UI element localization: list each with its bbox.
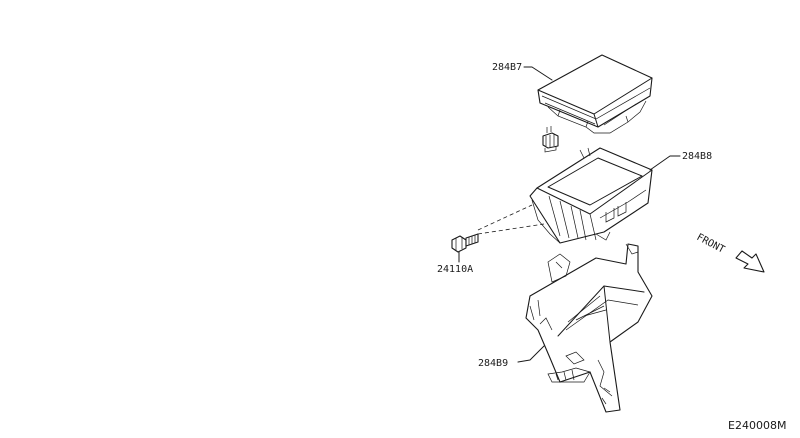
- front-label: FRONT: [695, 232, 727, 256]
- callout-fuse-box-cover: 284B7: [492, 62, 522, 73]
- bolt: [451, 233, 479, 253]
- connector-clip: [542, 126, 559, 153]
- leader-fuse-box-cover: [523, 66, 553, 81]
- front-direction-indicator: FRONT: [695, 232, 765, 273]
- fuse-box-bracket: [525, 243, 653, 413]
- fuse-box-cover: [537, 54, 653, 134]
- callout-bolt: 24110A: [437, 264, 473, 275]
- figure-code: E240008M: [728, 419, 786, 432]
- fuse-box-upper: [529, 147, 653, 244]
- alignment-line-upper: [477, 204, 533, 231]
- callout-fuse-box-upper: 284B8: [682, 151, 712, 162]
- leader-fuse-box-bracket: [517, 345, 545, 363]
- callout-fuse-box-bracket: 284B9: [478, 358, 508, 369]
- front-arrow-icon: [735, 250, 765, 273]
- leader-fuse-box-upper: [649, 155, 681, 171]
